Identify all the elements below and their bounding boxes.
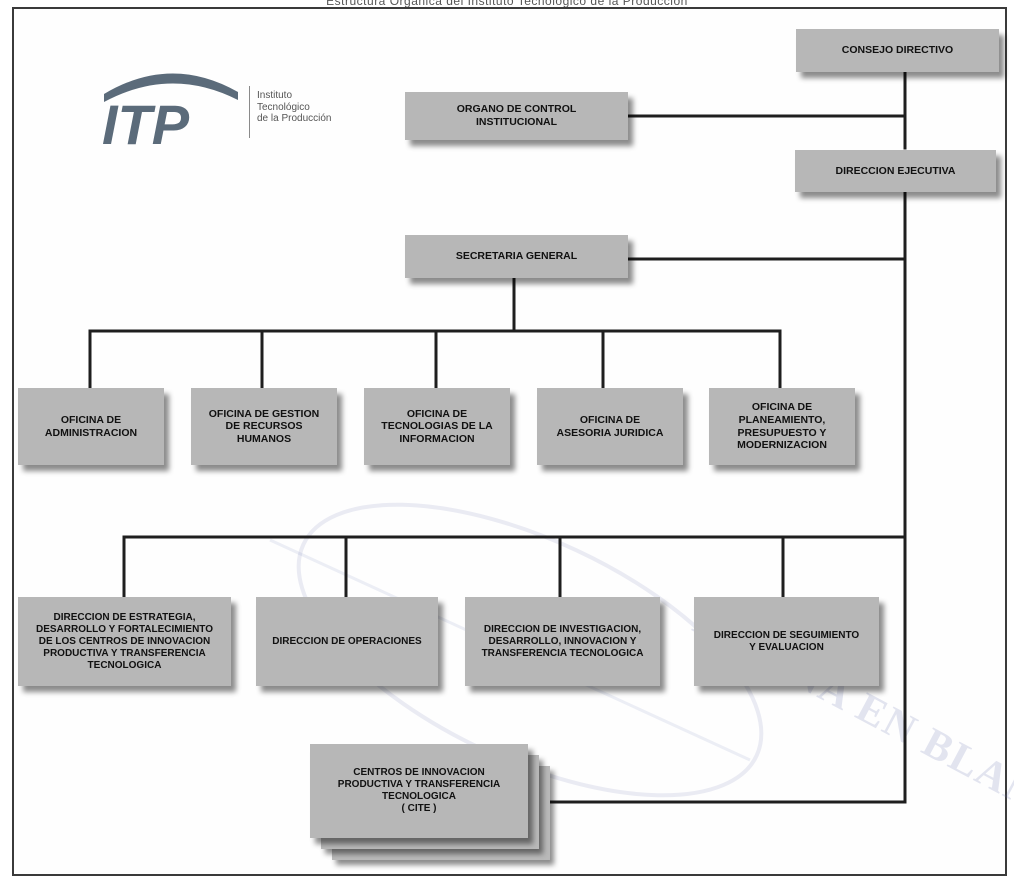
direccion-label: DIRECCION DE ESTRATEGIA, DESARROLLO Y FO… [35,611,214,671]
box-oficina-administracion[interactable]: OFICINA DE ADMINISTRACION [18,388,164,465]
oficina-label: OFICINA DE PLANEAMIENTO, PRESUPUESTO Y M… [737,401,827,452]
secretaria-label: SECRETARIA GENERAL [455,250,578,263]
box-direccion-seguimiento[interactable]: DIRECCION DE SEGUIMIENTO Y EVALUACION [694,597,879,686]
oficina-label: OFICINA DE ASESORIA JURIDICA [556,413,664,439]
page-header-text: Estructura Orgánica del Instituto Tecnol… [326,0,688,7]
logo-mark-text: ITP [102,93,190,150]
box-consejo-directivo[interactable]: CONSEJO DIRECTIVO [796,29,999,72]
control-label: ORGANO DE CONTROL INSTITUCIONAL [456,103,577,128]
box-secretaria-general[interactable]: SECRETARIA GENERAL [405,235,628,278]
cite-label: CENTROS DE INNOVACION PRODUCTIVA Y TRANS… [337,767,501,814]
direccion-label: DIRECCION DE OPERACIONES [272,635,422,647]
box-direccion-investigacion[interactable]: DIRECCION DE INVESTIGACION, DESARROLLO, … [465,597,660,686]
box-oficina-planeamiento[interactable]: OFICINA DE PLANEAMIENTO, PRESUPUESTO Y M… [709,388,855,465]
consejo-label: CONSEJO DIRECTIVO [841,44,954,57]
box-direccion-estrategia[interactable]: DIRECCION DE ESTRATEGIA, DESARROLLO Y FO… [18,597,231,686]
direccion-label: DIRECCION DE SEGUIMIENTO Y EVALUACION [713,629,860,653]
itp-logo-mark: ITP [102,73,238,150]
box-oficina-asesoria-juridica[interactable]: OFICINA DE ASESORIA JURIDICA [537,388,683,465]
logo-text: Instituto Tecnológico de la Producción [257,90,332,124]
box-direccion-ejecutiva[interactable]: DIRECCION EJECUTIVA [795,150,996,192]
box-oficina-tecnologias[interactable]: OFICINA DE TECNOLOGIAS DE LA INFORMACION [364,388,510,465]
direccion-label: DIRECCION DE INVESTIGACION, DESARROLLO, … [481,623,644,659]
logo-divider [249,86,250,138]
ejecutiva-label: DIRECCION EJECUTIVA [835,164,956,177]
itp-logo: ITP Instituto Tecnológico de la Producci… [96,62,356,152]
box-organo-control[interactable]: ORGANO DE CONTROL INSTITUCIONAL [405,92,628,140]
oficina-label: OFICINA DE TECNOLOGIAS DE LA INFORMACION [381,407,493,445]
box-oficina-recursos-humanos[interactable]: OFICINA DE GESTION DE RECURSOS HUMANOS [191,388,337,465]
oficina-label: OFICINA DE ADMINISTRACION [44,413,138,439]
box-direccion-operaciones[interactable]: DIRECCION DE OPERACIONES [256,597,438,686]
oficina-label: OFICINA DE GESTION DE RECURSOS HUMANOS [208,407,320,445]
box-cite[interactable]: CENTROS DE INNOVACION PRODUCTIVA Y TRANS… [310,744,528,838]
